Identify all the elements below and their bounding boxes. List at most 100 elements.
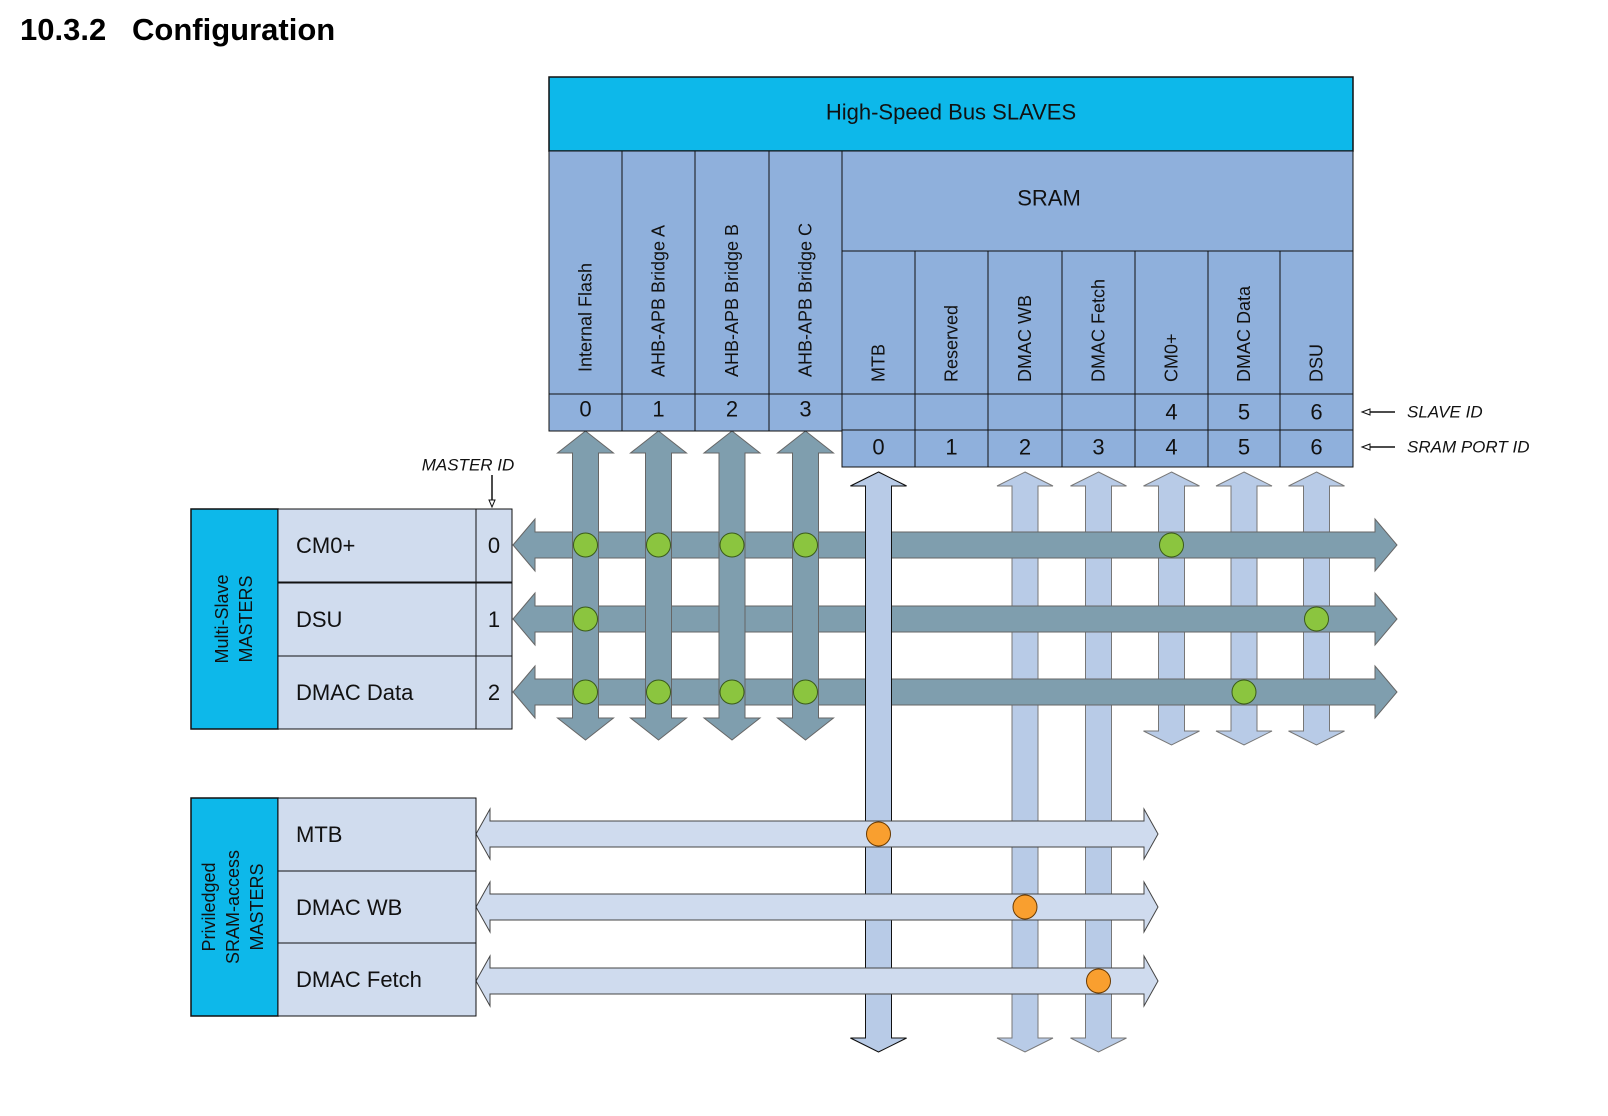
priv-master-name-label: MTB (296, 822, 342, 847)
slave-id-cell (768, 393, 843, 432)
section-title: Configuration (132, 12, 336, 47)
sram-port-name-label: DMAC Fetch (1089, 279, 1109, 382)
bus-layer (475, 430, 1398, 1053)
connection-dot-green (719, 679, 745, 705)
master-id-cell (475, 582, 513, 657)
connection-dot-green (573, 679, 598, 705)
sram-port-name-label: CM0+ (1162, 333, 1182, 382)
priv-master-name-label: DMAC Fetch (296, 967, 422, 992)
slave-cell (621, 150, 696, 395)
slave-name-label: Internal Flash (576, 263, 596, 372)
slave-id-value: 4 (1165, 400, 1177, 425)
sram-port-cell (841, 250, 916, 395)
master-id-label: MASTER ID (422, 456, 515, 475)
sram-port-id-value: 5 (1238, 435, 1250, 460)
connection-dot-green (1231, 679, 1257, 705)
master-id-cell (475, 508, 513, 583)
connection-dot-green (1159, 532, 1184, 558)
sram-port-id-cell (1207, 429, 1281, 468)
priv-group-label-2: SRAM-access (223, 850, 243, 964)
arrowhead-icon (1360, 443, 1371, 451)
priv-group-label-3: MASTERS (247, 863, 267, 950)
sram-port-id-value: 6 (1310, 435, 1322, 460)
multi-slave-group-label-1: Multi-Slave (212, 574, 232, 663)
sram-label: SRAM (1017, 186, 1081, 211)
multi-slave-group-label-2: MASTERS (236, 575, 256, 662)
priv-master-name-label: DMAC WB (296, 895, 402, 920)
slave-id-cell (1279, 393, 1354, 431)
connection-dot-green (1304, 606, 1329, 632)
slave-bus-ahb-apb-bridge-c (776, 430, 835, 741)
connection-dot-green (646, 679, 671, 705)
master-id-value: 2 (488, 680, 500, 705)
box-layer: High-Speed Bus SLAVES Internal Flash 0 AHB-… (190, 76, 1529, 1017)
priv-master-cell-mtb (277, 797, 477, 872)
slave-id-value: 2 (726, 397, 738, 422)
slave-id-value: 5 (1238, 400, 1250, 425)
sram-port-name-label: DMAC WB (1015, 295, 1035, 382)
sram-bus-mtb-overlay (850, 471, 907, 1053)
sram-port-id-value: 4 (1165, 435, 1177, 460)
slave-id-cell (694, 393, 770, 432)
slave-id-value: 3 (799, 397, 811, 422)
sram-port-name-label: Reserved (942, 305, 962, 382)
slave-id-cell (987, 393, 1063, 431)
connection-dot-green (793, 679, 818, 705)
sram-bus-dmac-wb (996, 471, 1054, 1053)
sram-header-box (841, 150, 1354, 252)
sram-port-cell (987, 250, 1063, 395)
connection-dot-green (646, 532, 671, 558)
sram-port-cell (914, 250, 989, 395)
priv-master-cell-dmac-wb (277, 870, 477, 945)
slave-id-cell (548, 393, 623, 432)
sram-port-id-label: SRAM PORT ID (1407, 438, 1529, 457)
priv-group-label-1: Priviledged (199, 862, 219, 951)
arrowhead-icon (488, 499, 496, 509)
sram-port-id-value: 2 (1019, 435, 1031, 460)
slave-bus-internal-flash (556, 430, 615, 741)
slave-id-cell (621, 393, 696, 432)
slave-bus-ahb-apb-bridge-b (702, 430, 762, 741)
priv-group-box (190, 797, 279, 1017)
arrowhead-icon (1360, 408, 1371, 416)
sram-port-id-cell (1279, 429, 1354, 468)
master-cell-dsu (277, 582, 477, 657)
slave-id-value: 1 (652, 397, 664, 422)
connection-dot-green (719, 532, 745, 558)
connection-dot-green (573, 606, 598, 632)
slave-id-cell (1061, 393, 1136, 431)
master-id-value: 1 (488, 607, 500, 632)
slave-cell (548, 150, 623, 395)
slave-id-label: SLAVE ID (1407, 403, 1483, 422)
slave-id-cell (914, 393, 989, 431)
slave-cell (768, 150, 843, 395)
slave-id-cell (841, 393, 916, 431)
master-name-label: CM0+ (296, 533, 355, 558)
priv-master-cell-dmac-fetch (277, 942, 477, 1017)
sram-port-cell (1134, 250, 1209, 395)
priv-bus-dmac-wb (475, 880, 1159, 934)
sram-port-id-cell (987, 429, 1063, 468)
sram-port-cell (1207, 250, 1281, 395)
slaves-header-label: High-Speed Bus SLAVES (826, 100, 1076, 125)
master-name-label: DMAC Data (296, 680, 414, 705)
sram-port-cell (1279, 250, 1354, 395)
connection-dots-layer (573, 532, 1329, 994)
sram-port-id-value: 1 (945, 435, 957, 460)
priv-bus-mtb (475, 807, 1159, 861)
sram-bus-dmac-fetch (1070, 471, 1127, 1053)
sram-port-name-label: DMAC Data (1234, 285, 1254, 382)
section-heading: 10.3.2 Configuration (20, 12, 335, 48)
slave-bus-ahb-apb-bridge-a (629, 430, 688, 741)
sram-port-id-value: 0 (872, 435, 884, 460)
slave-id-value: 6 (1310, 400, 1322, 425)
sram-port-cell (1061, 250, 1136, 395)
master-id-value: 0 (488, 533, 500, 558)
sram-port-id-value: 3 (1092, 435, 1104, 460)
master-id-cell (475, 655, 513, 730)
connection-dot-green (573, 532, 598, 558)
slave-name-label: AHB-APB Bridge B (722, 224, 742, 377)
priv-bus-dmac-fetch (475, 954, 1159, 1008)
connection-dot-orange (1012, 894, 1038, 920)
connection-dot-orange (1086, 968, 1111, 994)
